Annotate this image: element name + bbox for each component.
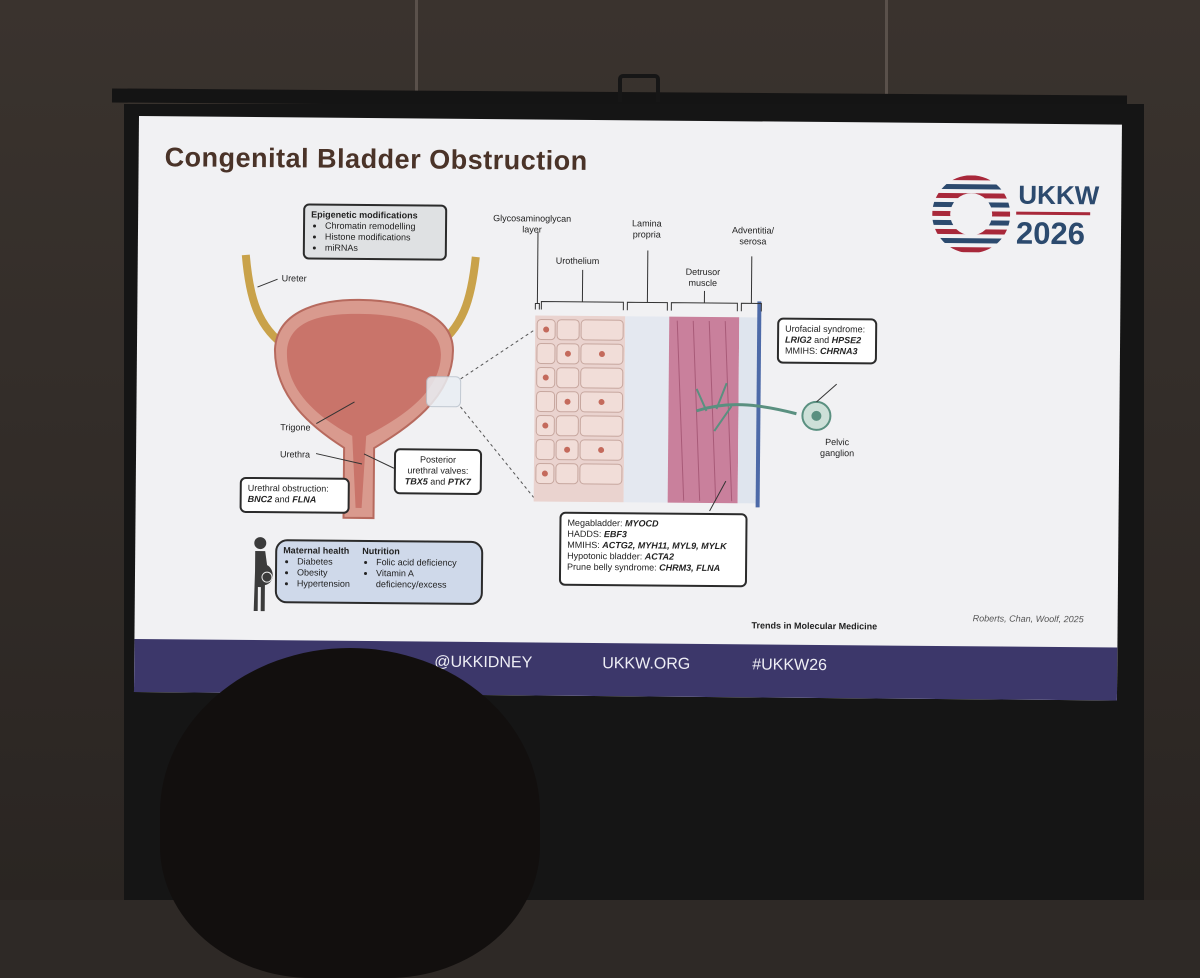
zoom-line-top xyxy=(461,329,535,380)
list-item: Hypertension xyxy=(297,578,350,589)
urethra-label: Urethra xyxy=(280,449,310,460)
urofacial-line1: Urofacial syndrome: xyxy=(785,324,869,336)
obstruction-line1: Urethral obstruction: xyxy=(248,483,342,495)
magnify-region xyxy=(426,377,460,407)
adventitia-label: Adventitia/serosa xyxy=(732,225,774,247)
nutrition-heading: Nutrition xyxy=(362,546,400,556)
valves-genes: TBX5 and PTK7 xyxy=(402,476,474,488)
list-item: Vitamin A deficiency/excess xyxy=(376,568,475,591)
screen-hook xyxy=(618,74,660,102)
urethral-obstruction-box: Urethral obstruction: BNC2 and FLNA xyxy=(240,477,350,514)
audience-head-silhouette xyxy=(160,648,540,978)
nutrition-col: Nutrition Folic acid deficiency Vitamin … xyxy=(362,546,475,591)
journal-credit: Trends in Molecular Medicine xyxy=(752,620,878,631)
gene-row: Prune belly syndrome: CHRM3, FLNA xyxy=(567,562,739,575)
valves-line1: Posterior xyxy=(402,454,474,466)
ganglion-nucleus xyxy=(811,411,821,421)
list-item: Diabetes xyxy=(297,556,350,567)
list-item: Obesity xyxy=(297,567,350,578)
urothelium-label: Urothelium xyxy=(556,256,600,267)
footer-twitter: @UKKIDNEY xyxy=(434,654,532,673)
urofacial-mmihs: MMIHS: CHRNA3 xyxy=(785,346,869,358)
epigenetic-list: Chromatin remodelling Histone modificati… xyxy=(311,221,439,255)
maternal-col: Maternal health Diabetes Obesity Hyperte… xyxy=(283,545,350,590)
urofacial-box: Urofacial syndrome: LRIG2 and HPSE2 MMIH… xyxy=(777,318,877,365)
posterior-valves-box: Posterior urethral valves: TBX5 and PTK7 xyxy=(394,448,482,495)
valves-line2: urethral valves: xyxy=(402,465,474,477)
epigenetic-heading: Epigenetic modifications xyxy=(311,210,418,221)
footer-hashtag: #UKKW26 xyxy=(752,656,827,675)
list-item: Folic acid deficiency xyxy=(376,557,475,569)
author-credit: Roberts, Chan, Woolf, 2025 xyxy=(973,613,1084,624)
ureter-label: Ureter xyxy=(282,273,307,284)
smooth-muscle-box: Megabladder: MYOCD HADDS: EBF3 MMIHS: AC… xyxy=(559,512,748,588)
presentation-slide: Congenital Bladder Obstruction UKKW 2026 xyxy=(134,116,1122,701)
maternal-heading: Maternal health xyxy=(283,545,349,556)
epigenetic-box: Epigenetic modifications Chromatin remod… xyxy=(303,203,447,260)
obstruction-genes: BNC2 and FLNA xyxy=(248,494,342,506)
pregnant-woman-icon xyxy=(247,535,278,613)
trigone-label: Trigone xyxy=(280,422,310,433)
maternal-box: Maternal health Diabetes Obesity Hyperte… xyxy=(275,539,484,605)
footer-website: UKKW.ORG xyxy=(602,655,690,674)
list-item: miRNAs xyxy=(325,243,439,255)
urofacial-genes: LRIG2 and HPSE2 xyxy=(785,335,869,347)
lamina-propria-layer xyxy=(624,316,670,502)
ureter-pointer xyxy=(258,279,278,287)
